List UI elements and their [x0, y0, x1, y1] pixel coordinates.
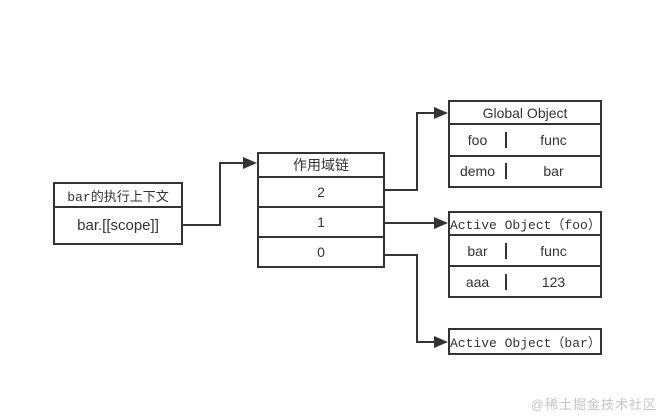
- scope-chain-title: 作用域链: [259, 154, 383, 178]
- arrowhead-scope-to-chain: [243, 157, 257, 169]
- global-object-value-func: func: [540, 131, 567, 148]
- scope-chain-row-0: 0: [317, 244, 325, 260]
- global-object-box: Global Object foo func demo bar: [448, 100, 602, 188]
- bar-execution-context-title: bar的执行上下文: [55, 184, 181, 208]
- active-object-foo-box: Active Object（foo） bar func aaa 123: [448, 211, 602, 298]
- global-object-row-demo: demo bar: [450, 157, 600, 187]
- bar-execution-context-box: bar的执行上下文 bar.[[scope]]: [53, 182, 183, 245]
- active-object-foo-row-aaa: aaa 123: [450, 267, 600, 296]
- arrow-chain0-to-active-object-bar: [385, 254, 448, 348]
- active-object-bar-title: Active Object（bar）: [450, 336, 601, 351]
- arrowhead-chain0-to-active-object-bar: [434, 336, 448, 348]
- active-object-foo-value-123: 123: [541, 273, 566, 290]
- active-object-foo-value-func: func: [540, 242, 567, 259]
- active-object-bar-box: Active Object（bar）: [448, 328, 602, 355]
- arrow-chain1-to-active-object-foo: [385, 217, 448, 229]
- active-object-foo-row-bar: bar func: [450, 236, 600, 267]
- active-object-foo-title: Active Object（foo）: [450, 213, 601, 236]
- arrowhead-chain1-to-active-object-foo: [434, 217, 448, 229]
- scope-chain-box: 作用域链 2 1 0: [257, 152, 385, 268]
- global-object-key-foo: foo: [450, 131, 507, 148]
- scope-chain-row-2: 2: [259, 178, 383, 208]
- active-object-foo-key-bar: bar: [450, 242, 507, 259]
- arrowhead-chain2-to-global-object: [434, 107, 448, 119]
- scope-chain-row-1: 1: [259, 208, 383, 238]
- arrow-scope-to-chain: [183, 157, 257, 226]
- global-object-value-bar: bar: [543, 163, 564, 180]
- active-object-foo-key-aaa: aaa: [450, 273, 507, 290]
- global-object-key-demo: demo: [450, 163, 507, 180]
- juejin-watermark: @稀土掘金技术社区: [530, 397, 657, 412]
- global-object-row-foo: foo func: [450, 125, 600, 157]
- global-object-title: Global Object: [450, 102, 600, 125]
- bar-scope-value: bar.[[scope]]: [77, 217, 159, 234]
- arrow-chain2-to-global-object: [385, 107, 448, 191]
